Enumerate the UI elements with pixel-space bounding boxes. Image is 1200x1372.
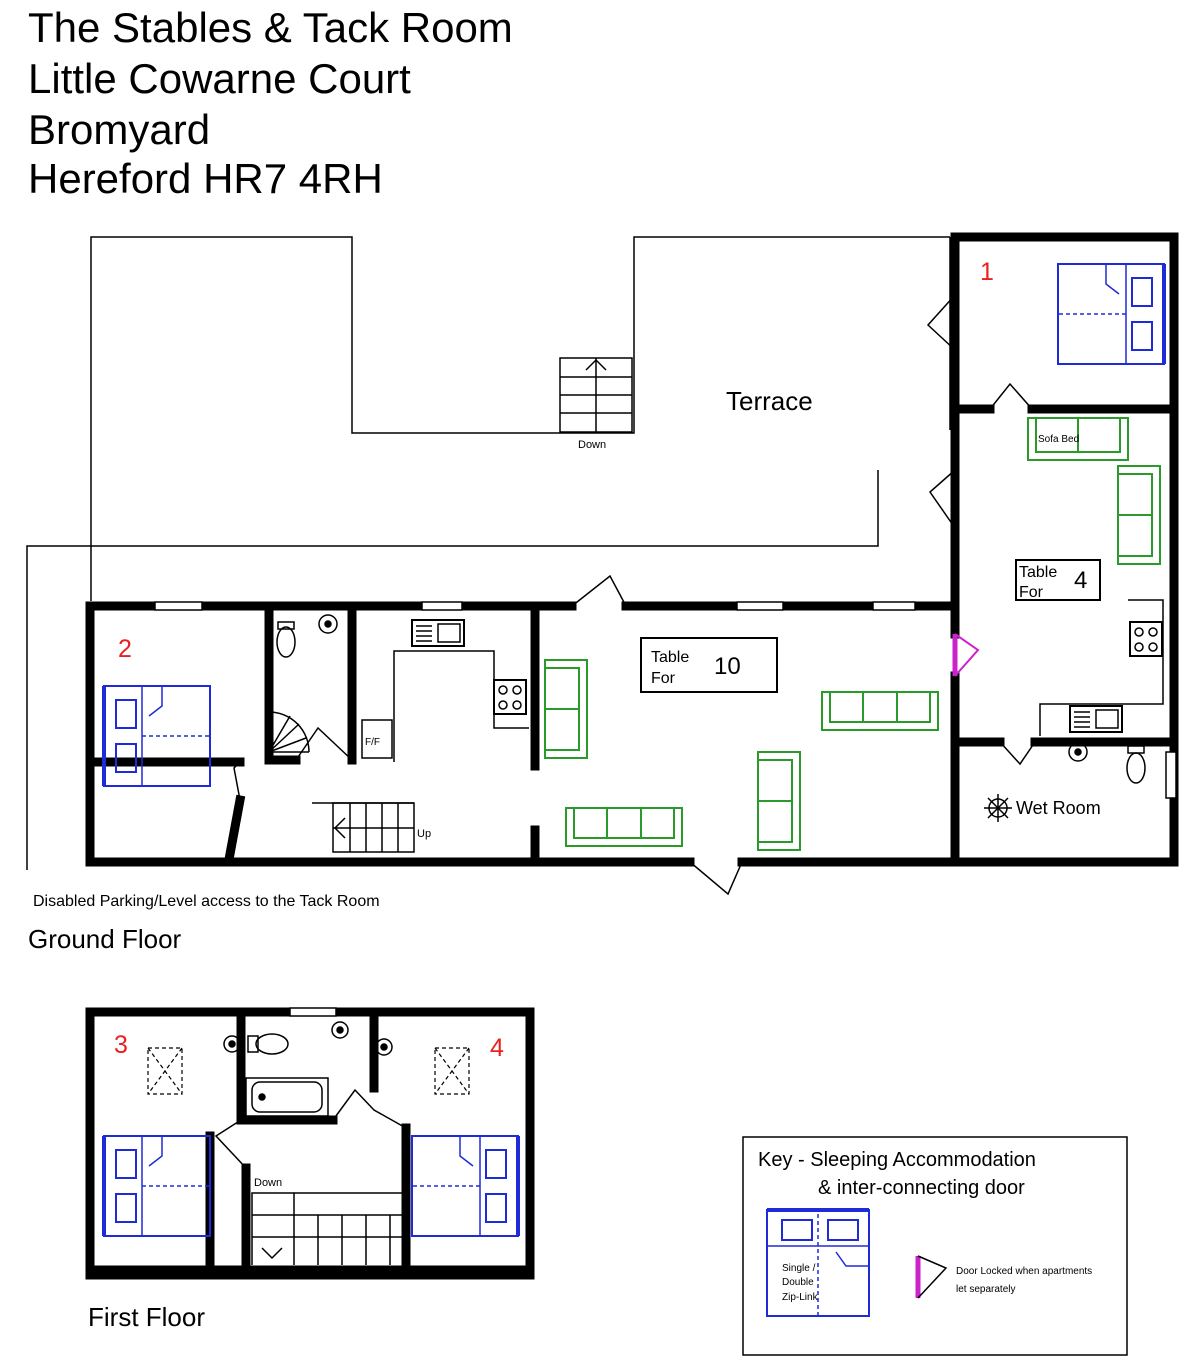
legend-key: Key - Sleeping Accommodation & inter-con… [742,1136,1128,1356]
skylight-icon [147,1047,183,1095]
address-line-3: Bromyard [28,106,211,153]
first-floor-window [289,1007,337,1017]
legend-bed-icon [766,1208,870,1317]
terrace-down-label: Down [578,439,606,451]
terrace [26,236,951,870]
room-4-number: 4 [490,1034,504,1062]
legend-locked-door-icon [915,1255,948,1299]
svg-text:For: For [651,670,676,687]
bed-room-4 [410,1134,520,1238]
doors [233,294,1036,896]
svg-text:10: 10 [714,653,741,680]
terrace-label: Terrace [726,386,813,416]
table-for-10: Table For 10 [640,637,778,693]
ground-floor-caption: Ground Floor [28,924,182,954]
bed-room-3 [102,1134,212,1238]
svg-text:Single /: Single / [782,1263,816,1274]
svg-text:Table: Table [1019,564,1057,581]
address-line-2: Little Cowarne Court [28,55,411,102]
ground-floor-stairs [312,802,415,853]
svg-text:Zip-Link: Zip-Link [782,1292,819,1303]
ground-floor-walls [85,232,1179,867]
sofa-lounge-bottom [565,807,683,847]
room-2-number: 2 [118,635,132,663]
sofa-annex [1117,465,1161,565]
shower-icon [984,794,1012,822]
kitchen-counter [361,599,1164,762]
terrace-steps [559,357,633,433]
sofa-lounge-center [757,751,801,851]
fridge-freezer-label: F/F [365,737,380,748]
first-floor-bathroom [223,1021,393,1117]
hob-icon [1129,621,1163,657]
first-floor-caption: First Floor [88,1302,205,1332]
sink-icon [1069,705,1123,733]
wet-room-label: Wet Room [1016,798,1101,818]
first-floor-doors [214,1088,407,1169]
svg-text:Table: Table [651,649,689,666]
svg-text:& inter-connecting door: & inter-connecting door [818,1177,1025,1199]
sofa-bed-label: Sofa Bed [1038,434,1079,445]
sofa-bed [1027,417,1129,461]
stairs-up-label: Up [417,828,431,840]
svg-text:Door Locked when apartments: Door Locked when apartments [956,1266,1092,1277]
svg-text:let separately: let separately [956,1284,1015,1295]
ground-floor-bathroom [268,614,1146,784]
svg-text:Key - Sleeping Accommodation: Key - Sleeping Accommodation [758,1149,1036,1171]
svg-text:For: For [1019,584,1044,601]
locked-door [954,633,980,677]
first-floor-stairs [251,1192,405,1265]
svg-text:4: 4 [1074,567,1087,594]
address-line-1: The Stables & Tack Room [28,4,513,51]
room-3-number: 3 [114,1031,128,1059]
bed-room-1 [1056,262,1166,366]
hob-icon [493,679,527,715]
bed-room-2 [102,684,212,788]
first-floor-down-label: Down [254,1177,282,1189]
sofa-lounge-left [544,659,588,759]
parking-note: Disabled Parking/Level access to the Tac… [33,893,380,910]
address-line-4: Hereford HR7 4RH [28,155,383,202]
sink-icon [411,619,465,647]
table-for-4: Table For 4 [1015,559,1101,601]
room-1-number: 1 [980,258,994,286]
windows [154,601,1177,799]
sofa-lounge-right [821,691,939,731]
svg-text:Double: Double [782,1277,814,1288]
skylight-icon [434,1047,470,1095]
